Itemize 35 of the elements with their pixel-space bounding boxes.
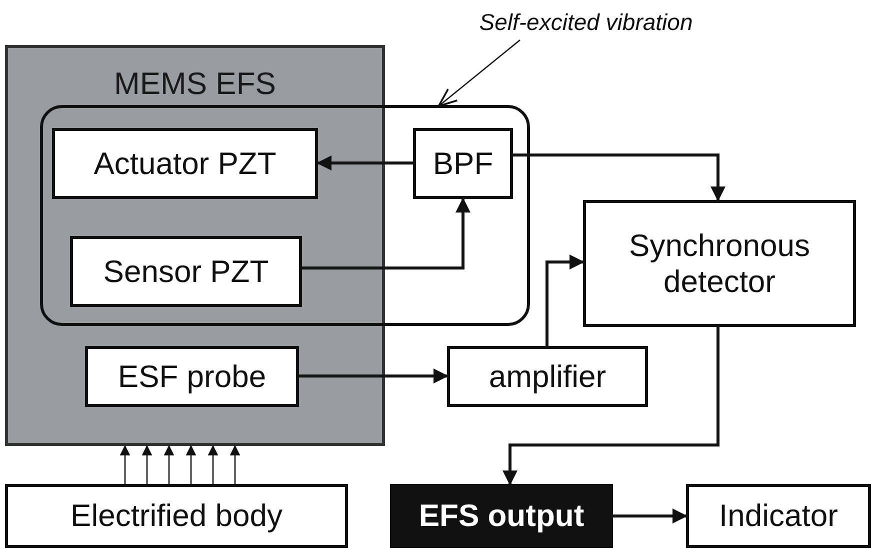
arrow xyxy=(502,327,720,486)
process-box xyxy=(583,200,856,327)
box-label: ESF probe xyxy=(118,358,266,394)
field-arrow xyxy=(186,444,196,484)
field-arrow xyxy=(142,444,152,484)
box-label: Electrified body xyxy=(70,498,282,534)
process-box xyxy=(5,484,348,548)
box-label: Synchronous detector xyxy=(628,228,811,300)
process-box xyxy=(413,128,513,199)
process-box xyxy=(686,484,871,548)
panel-title: MEMS EFS xyxy=(114,66,276,102)
process-box xyxy=(447,346,648,407)
box-label: Sensor PZT xyxy=(103,254,269,290)
box-label: amplifier xyxy=(488,358,606,394)
output-box xyxy=(390,484,613,548)
field-arrow xyxy=(164,444,174,484)
box-label: Indicator xyxy=(719,498,838,534)
arrow xyxy=(299,368,448,384)
leader-line xyxy=(438,40,520,108)
field-arrow xyxy=(208,444,218,484)
arrow xyxy=(613,508,688,524)
arrow xyxy=(316,156,413,170)
arrow xyxy=(513,154,726,202)
annotation-label: Self-excited vibration xyxy=(479,8,693,36)
arrow xyxy=(302,198,470,270)
process-box xyxy=(52,128,318,199)
output-label: EFS output xyxy=(418,498,584,534)
field-arrow xyxy=(230,444,240,484)
box-label: BPF xyxy=(432,146,494,182)
process-box xyxy=(85,346,299,407)
box-label: Actuator PZT xyxy=(94,146,276,182)
arrow xyxy=(546,254,584,346)
field-arrow xyxy=(120,444,130,484)
loop-outline xyxy=(40,105,530,326)
process-box xyxy=(70,236,302,307)
